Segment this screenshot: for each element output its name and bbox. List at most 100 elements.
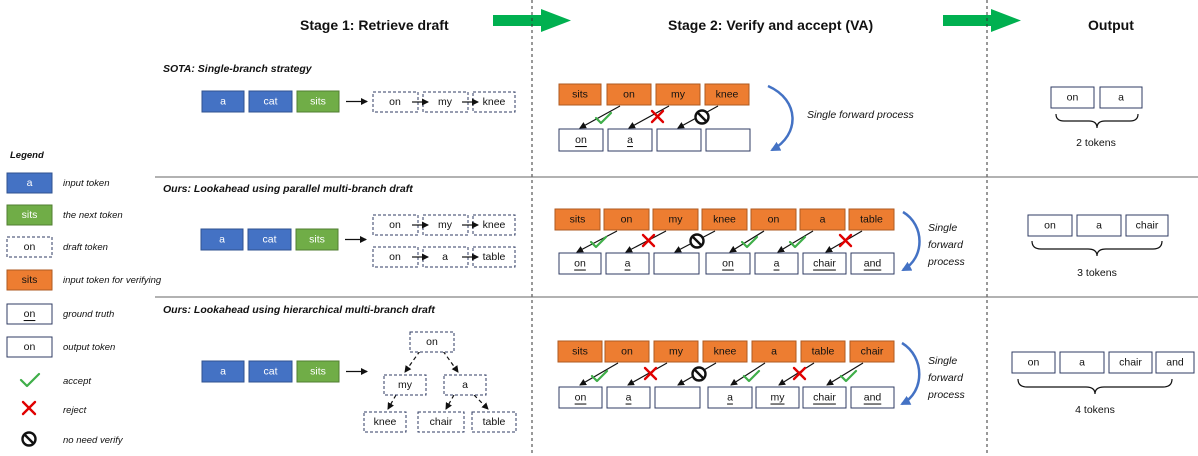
verify-token: my <box>671 89 686 101</box>
verify-token: table <box>860 214 883 226</box>
next-token: sits <box>309 234 325 246</box>
legend-sample: on <box>24 241 36 253</box>
no-verify-icon <box>694 109 710 125</box>
draft-sequence: on my knee <box>372 91 516 113</box>
truth-token: a <box>727 392 733 404</box>
row-single-branch: SOTA: Single-branch strategy a cat sits … <box>163 63 1143 152</box>
legend-next-token: sits the next token <box>6 204 123 226</box>
input-sequence: a cat sits <box>200 228 339 251</box>
verify-token: on <box>621 346 633 358</box>
legend-title: Legend <box>10 150 44 161</box>
truth-token: my <box>771 392 786 404</box>
accept-icon <box>742 369 761 383</box>
no-verify-icon <box>689 233 705 249</box>
legend-ground-truth: on ground truth <box>6 303 114 325</box>
output-token: a <box>1096 220 1102 232</box>
output-token: a <box>1118 92 1124 104</box>
truth-token: a <box>774 258 780 270</box>
stage-arrow-2 <box>943 9 1021 32</box>
legend-no-need-verify: no need verify <box>21 431 124 447</box>
verify-token: a <box>820 214 826 226</box>
output-token: a <box>1079 357 1085 369</box>
draft-tree: on my a knee chair table <box>363 331 517 433</box>
verify-token: my <box>669 346 684 358</box>
process-label: Single <box>928 355 957 367</box>
stage1-header: Stage 1: Retrieve draft <box>300 17 449 33</box>
input-token: cat <box>263 96 277 108</box>
token-count: 2 tokens <box>1076 137 1116 149</box>
draft-token: a <box>462 379 468 391</box>
process-label: Single forward process <box>807 109 915 121</box>
truth-token: a <box>626 392 632 404</box>
output-token: chair <box>1119 357 1142 369</box>
accept-icon <box>839 369 858 383</box>
row-title: Ours: Lookahead using parallel multi-bra… <box>163 183 413 195</box>
accept-icon <box>740 235 759 249</box>
legend-draft-token: on draft token <box>6 236 108 258</box>
reject-icon <box>838 233 853 248</box>
verify-token: a <box>771 346 777 358</box>
legend-reject: reject <box>21 400 87 416</box>
output-brace <box>1031 240 1163 257</box>
output-sequence: on a chair <box>1027 214 1169 237</box>
verify-sequence: sits on my knee a table chair <box>557 340 895 363</box>
verify-token: my <box>669 214 684 226</box>
legend-label: output token <box>63 342 115 353</box>
truth-token: chair <box>813 258 836 270</box>
input-token: a <box>219 234 225 246</box>
output-token: chair <box>1136 220 1159 232</box>
verify-token: sits <box>570 214 586 226</box>
row-title: SOTA: Single-branch strategy <box>163 63 313 75</box>
verify-token: on <box>621 214 633 226</box>
stage2-header: Stage 2: Verify and accept (VA) <box>668 17 873 33</box>
truth-token: on <box>722 258 734 270</box>
accept-icon <box>590 369 609 383</box>
legend-sample: on <box>24 341 36 353</box>
legend-sample: sits <box>22 209 38 221</box>
legend-label: input token <box>63 178 109 189</box>
output-sequence: on a <box>1050 86 1143 109</box>
truth-token: a <box>627 134 633 146</box>
output-token: on <box>1028 357 1040 369</box>
no-verify-icon <box>691 366 707 382</box>
verify-token: table <box>812 346 835 358</box>
legend-label: input token for verifying <box>63 275 162 286</box>
legend-label: no need verify <box>63 435 124 446</box>
output-token: and <box>1166 357 1184 369</box>
input-sequence: a cat sits <box>201 360 340 383</box>
truth-token: and <box>864 392 882 404</box>
input-token: a <box>220 96 226 108</box>
legend-verify-token: sits input token for verifying <box>6 269 162 291</box>
legend-sample: sits <box>22 274 38 286</box>
process-label: forward <box>928 239 964 251</box>
accept-icon <box>19 372 41 388</box>
reject-icon <box>641 233 656 248</box>
legend-accept: accept <box>19 372 91 388</box>
draft-token: my <box>398 379 413 391</box>
stage-arrow-1 <box>493 9 571 32</box>
legend-label: reject <box>63 405 87 416</box>
truth-token: on <box>575 392 587 404</box>
accept-icon <box>788 235 807 249</box>
legend-input-token: a input token <box>6 172 109 194</box>
draft-branch-1: on my knee <box>372 214 516 236</box>
verify-sequence: sits on my knee <box>558 83 750 106</box>
truth-token: on <box>575 134 587 146</box>
accept-icon <box>594 111 613 125</box>
output-brace <box>1055 113 1139 129</box>
input-token: cat <box>263 366 277 378</box>
verify-token: on <box>623 89 635 101</box>
row-parallel-branch: Ours: Lookahead using parallel multi-bra… <box>163 183 1169 279</box>
output-brace <box>1017 378 1173 395</box>
legend-sample: on <box>24 308 36 320</box>
token-count: 4 tokens <box>1075 404 1115 416</box>
verify-links <box>579 362 864 386</box>
output-token: on <box>1067 92 1079 104</box>
process-label: process <box>927 256 966 268</box>
legend: Legend a input token sits the next token… <box>6 150 162 447</box>
input-token: a <box>220 366 226 378</box>
truth-token: a <box>625 258 631 270</box>
token-count: 3 tokens <box>1077 267 1117 279</box>
